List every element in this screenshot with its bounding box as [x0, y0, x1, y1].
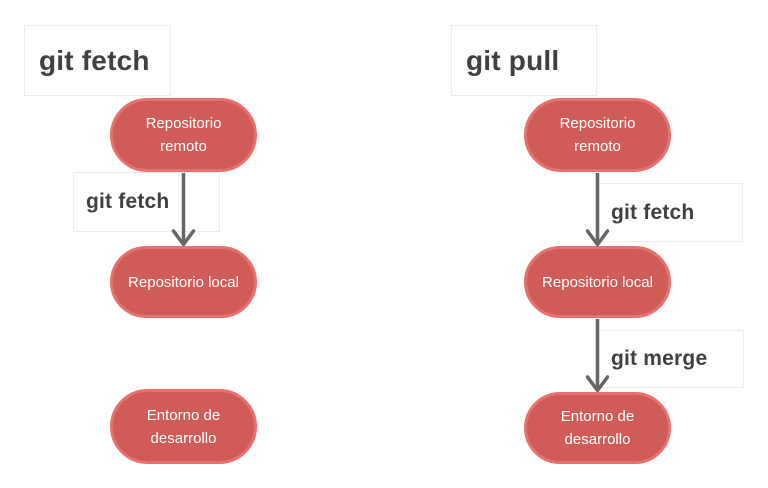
- node-label-repositorio-remoto-left: Repositorio remoto: [145, 115, 222, 155]
- node-label-entorno-de-desarrollo-right: Entorno de desarrollo: [560, 408, 635, 448]
- node-repositorio-remoto-right: Repositorio remoto: [524, 98, 671, 172]
- edge-label-git-fetch-left: git fetch: [86, 190, 170, 213]
- arrow-remote-to-local-left: [171, 173, 196, 247]
- node-repositorio-remoto-left: Repositorio remoto: [110, 98, 257, 172]
- diagram-title-box-git-fetch: git fetch: [24, 25, 171, 96]
- node-entorno-de-desarrollo-right: Entorno de desarrollo: [524, 392, 671, 464]
- edge-label-box-git-merge: git merge: [598, 330, 744, 388]
- diagram-title-git-pull: git pull: [466, 44, 560, 76]
- node-label-repositorio-local-right: Repositorio local: [542, 273, 653, 291]
- node-entorno-de-desarrollo-left: Entorno de desarrollo: [110, 389, 257, 464]
- diagram-title-git-fetch: git fetch: [39, 44, 150, 76]
- diagram-title-box-git-pull: git pull: [451, 25, 597, 96]
- node-repositorio-local-right: Repositorio local: [524, 246, 671, 318]
- node-label-entorno-de-desarrollo-left: Entorno de desarrollo: [146, 406, 221, 447]
- node-label-repositorio-remoto-right: Repositorio remoto: [559, 115, 636, 155]
- edge-label-git-fetch-right: git fetch: [611, 200, 695, 224]
- node-repositorio-local-left: Repositorio local: [110, 246, 257, 318]
- edge-label-box-git-fetch-left: git fetch: [73, 172, 220, 232]
- node-label-repositorio-local-left: Repositorio local: [128, 273, 239, 291]
- edge-label-box-git-fetch-right: git fetch: [598, 183, 743, 242]
- arrow-remote-to-local-right: [585, 173, 610, 247]
- edge-label-git-merge: git merge: [611, 347, 708, 370]
- arrow-local-to-dev-right: [585, 319, 610, 393]
